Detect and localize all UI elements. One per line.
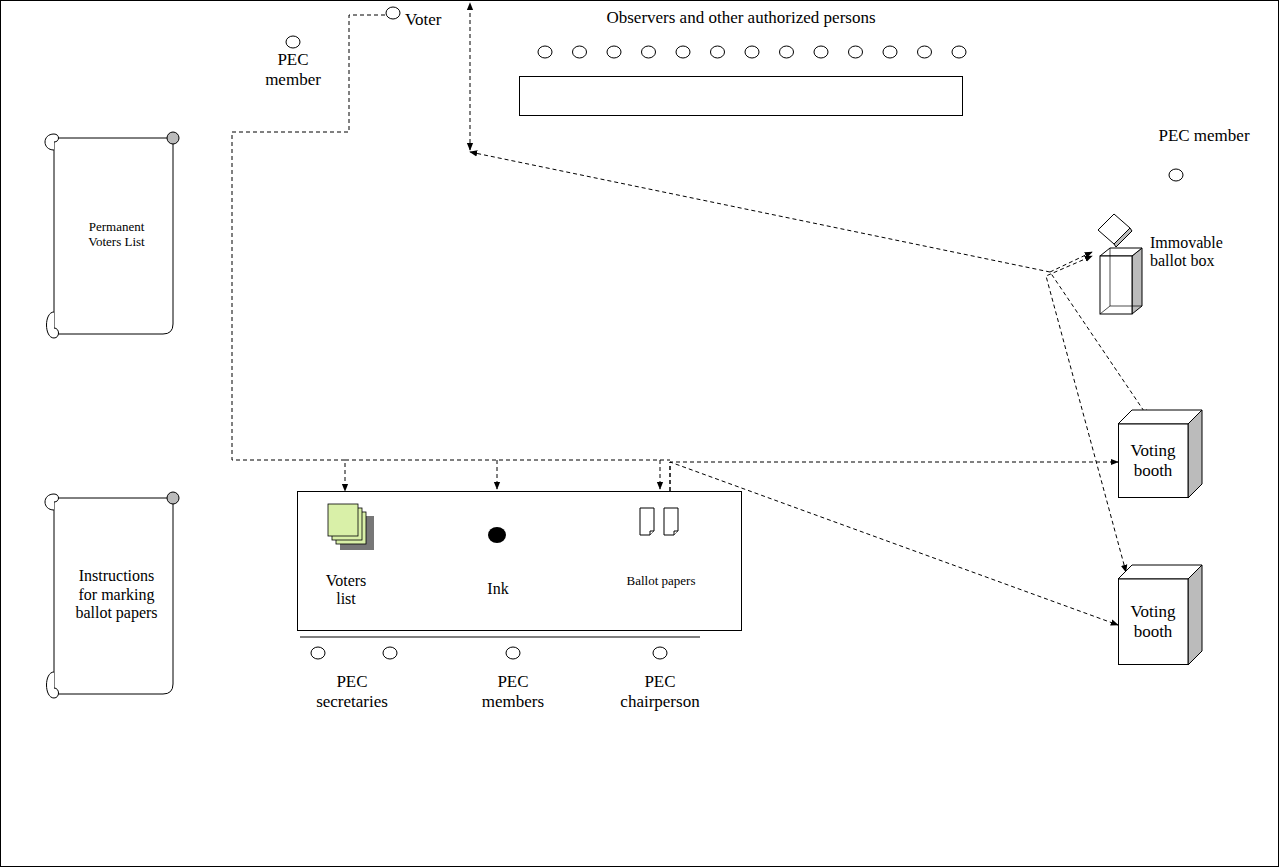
scroll-poster: Permanent Voters List — [40, 128, 185, 342]
voters-list-icon — [328, 504, 374, 550]
person-circle — [1169, 169, 1183, 181]
observer-seat — [538, 46, 552, 58]
person-circle — [383, 647, 397, 659]
staff-label: PEC secretaries — [310, 672, 394, 711]
ink-bottle — [488, 527, 506, 543]
observer-bench-table — [519, 76, 963, 116]
node-label: Permanent Voters List — [84, 220, 150, 250]
node-label: Ink — [468, 580, 528, 598]
scroll-poster: Instructions for marking ballot papers — [40, 488, 185, 702]
node-label: Voter — [405, 10, 442, 30]
person-circle — [286, 36, 300, 48]
staff-label: PEC members — [471, 672, 555, 711]
observer-seat — [814, 46, 828, 58]
node-label: PEC member — [253, 50, 333, 89]
pec-member: PEC member — [253, 50, 333, 89]
observer-seat — [952, 46, 966, 58]
voter: Voter — [385, 4, 442, 30]
node-label: Instructions for marking ballot papers — [71, 567, 163, 622]
desk: Voters list Ink Ballot papers — [297, 491, 742, 631]
node-label: PEC secretaries — [310, 672, 394, 711]
observer-seat — [849, 46, 863, 58]
node-label: Ballot papers — [616, 574, 706, 589]
observer-seat — [573, 46, 587, 58]
observer-seat — [745, 46, 759, 58]
person-circle — [385, 4, 401, 20]
voting-booth: Voting booth — [1118, 410, 1202, 498]
person-circles — [286, 36, 1183, 659]
node-label: PEC chairperson — [613, 672, 707, 711]
observer-seat — [607, 46, 621, 58]
observer-seat — [642, 46, 656, 58]
observer-seat — [676, 46, 690, 58]
ballot-box: Immovable ballot box — [1092, 212, 1242, 320]
ballot-box-outline — [1092, 212, 1152, 320]
desk-edge — [300, 637, 700, 638]
observer-seat — [918, 46, 932, 58]
observer-seat — [883, 46, 897, 58]
person-circle — [506, 647, 520, 659]
node-label: Voting booth — [1118, 602, 1188, 641]
node-label: PEC members — [471, 672, 555, 711]
observer-seat — [711, 46, 725, 58]
voter-flow-arrow — [232, 15, 385, 491]
node-label: PEC member — [1158, 126, 1250, 146]
node-label: Observers and other authorized persons — [519, 8, 963, 28]
person-circle — [653, 647, 667, 659]
voter-flow-arrow — [670, 462, 1118, 625]
observer-bench: Observers and other authorized persons — [519, 8, 963, 116]
voter-path — [345, 3, 1050, 489]
staff-label: PEC chairperson — [613, 672, 707, 711]
ballot-paper-icons — [640, 508, 678, 535]
person-circle — [311, 647, 325, 659]
node-label: Voters list — [315, 572, 377, 609]
observer-seat — [780, 46, 794, 58]
node-label: Immovable ballot box — [1150, 234, 1240, 271]
observer-seats — [538, 46, 966, 58]
node-label: Voting booth — [1118, 441, 1188, 480]
voting-booth: Voting booth — [1118, 565, 1202, 665]
pec-member: PEC member — [1158, 126, 1250, 146]
